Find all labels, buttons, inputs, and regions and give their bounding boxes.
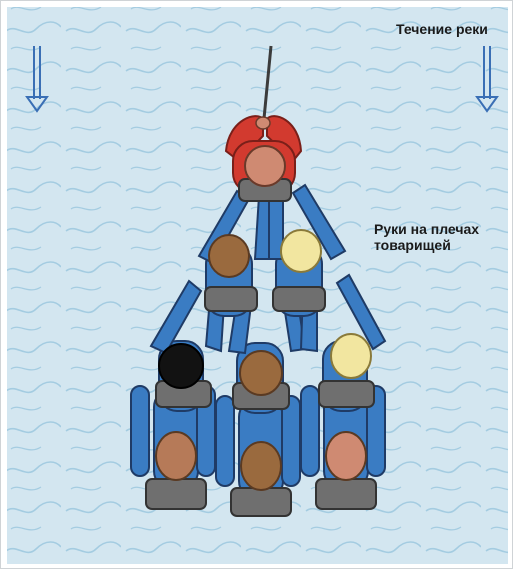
hands-on-shoulders-label: Руки на плечах товарищей — [374, 221, 479, 253]
hands-label-line1: Руки на плечах — [374, 221, 479, 237]
hands-label-line2: товарищей — [374, 237, 479, 253]
river-current-label: Течение реки — [396, 21, 488, 37]
